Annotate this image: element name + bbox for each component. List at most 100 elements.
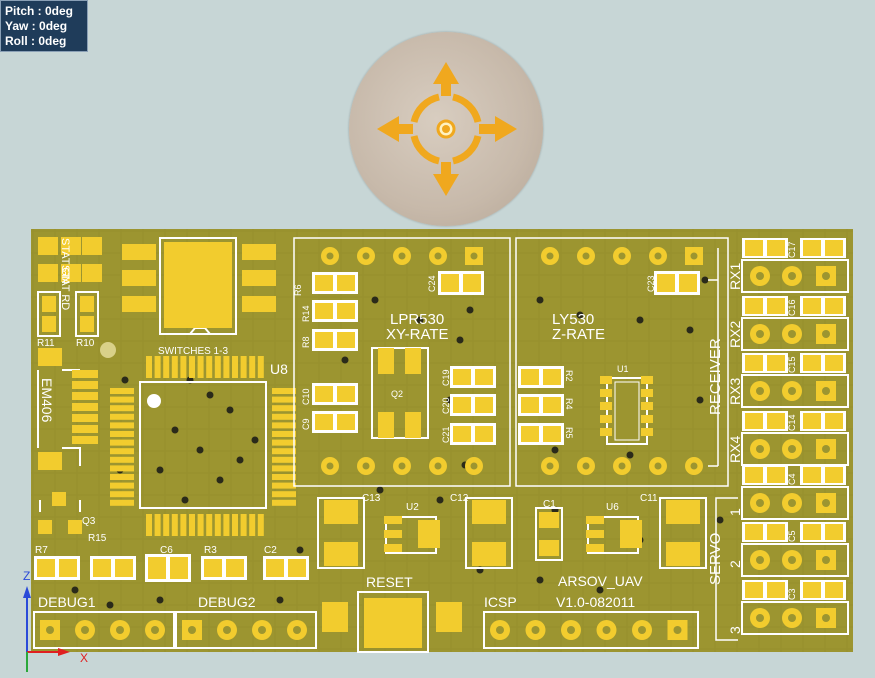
u2-label: U2	[406, 502, 419, 513]
mcu-pin	[189, 356, 195, 378]
pan-down-arrow-icon[interactable]	[433, 162, 459, 196]
mcu-pin	[214, 356, 221, 378]
r8-label: R8	[301, 336, 311, 348]
u6-label: U6	[606, 502, 619, 513]
svg-text:X: X	[80, 651, 88, 665]
r5-label: R5	[564, 427, 574, 439]
c19-label: C19	[441, 369, 451, 386]
mcu-pin	[171, 514, 178, 536]
ly530-module	[515, 237, 729, 487]
servo-header-row	[741, 432, 849, 466]
mcu-pin	[240, 356, 247, 378]
roll-readout: Roll : 0deg	[5, 34, 67, 48]
lpr530-label: LPR530	[390, 311, 444, 328]
mcu-pin	[154, 356, 161, 378]
rotate-arc-bottom-left[interactable]	[410, 135, 440, 165]
mcu-pin	[110, 405, 134, 412]
capacitor-pad	[825, 413, 843, 429]
c17-label: C17	[787, 241, 797, 258]
r2-label: R2	[564, 370, 574, 382]
servo-header-row	[741, 486, 849, 520]
c24-label: C24	[427, 275, 437, 292]
mcu-pin	[272, 465, 296, 472]
mcu-pin	[272, 396, 296, 403]
icsp-header	[483, 611, 699, 649]
mcu-pin	[163, 514, 170, 536]
icsp-label: ICSP	[484, 594, 517, 610]
pan-up-arrow-icon[interactable]	[433, 62, 459, 96]
servo-1-label: 1	[727, 508, 743, 516]
mcu-pin	[206, 514, 213, 536]
mcu-pin	[110, 388, 134, 394]
mcu-pin	[272, 482, 296, 489]
capacitor-pad	[745, 467, 763, 483]
q2-label: Q2	[391, 389, 403, 399]
capacitor-pad	[803, 298, 821, 314]
capacitor-pad	[825, 298, 843, 314]
u1-label: U1	[617, 364, 629, 374]
z-rate-label: Z-RATE	[552, 326, 605, 343]
u8-label: U8	[270, 361, 288, 377]
rotate-arc-top-left[interactable]	[410, 93, 440, 123]
receiver-label: RECEIVER	[707, 338, 724, 415]
capacitor-pad	[803, 240, 821, 256]
capacitor-pad	[803, 467, 821, 483]
c15-label: C15	[787, 356, 797, 373]
mcu-pin	[146, 356, 152, 378]
pan-left-arrow-icon[interactable]	[377, 116, 413, 142]
mcu-pin	[110, 439, 134, 446]
capacitor-pad	[745, 413, 763, 429]
mcu-pin	[272, 448, 296, 455]
r7-label: R7	[35, 545, 48, 556]
reset-button[interactable]	[357, 591, 429, 653]
rx2-label: RX2	[727, 321, 743, 348]
arsov-uav-label: ARSOV_UAV	[558, 573, 643, 589]
mcu-pin	[272, 474, 296, 480]
navigation-gizmo[interactable]	[349, 32, 543, 226]
switches-label: SWITCHES 1-3	[158, 346, 228, 357]
switch-body	[159, 237, 237, 335]
rotate-arc-bottom-right[interactable]	[452, 135, 482, 165]
servo-header-row	[741, 374, 849, 408]
mcu-pin	[223, 514, 230, 536]
mcu-pin	[110, 491, 134, 498]
r15-label: R15	[88, 533, 107, 544]
reset-label: RESET	[366, 574, 413, 590]
r6-label: R6	[293, 284, 303, 296]
mcu-pin	[180, 514, 187, 536]
c12-label: C12	[450, 493, 469, 504]
r14-label: R14	[301, 305, 311, 322]
mcu-pin	[110, 482, 134, 489]
yaw-readout: Yaw : 0deg	[5, 19, 68, 33]
mcu-pin	[214, 514, 221, 536]
capacitor-pad	[803, 524, 821, 540]
rx3-label: RX3	[727, 378, 743, 405]
rotate-arc-top-right[interactable]	[452, 93, 482, 123]
servo-2-label: 2	[727, 560, 743, 568]
debug1-label: DEBUG1	[38, 594, 96, 610]
orientation-readout: Pitch : 0deg Yaw : 0deg Roll : 0deg	[0, 0, 88, 52]
mcu-pin	[163, 356, 170, 378]
capacitor-pad	[745, 298, 763, 314]
capacitor-pad	[745, 355, 763, 371]
capacitor-pad	[803, 413, 821, 429]
capacitor-pad	[767, 355, 785, 371]
debug2-header	[175, 611, 317, 649]
pan-right-arrow-icon[interactable]	[479, 116, 517, 142]
c13-label: C13	[362, 493, 381, 504]
mcu-pin	[232, 356, 238, 378]
stat-leds	[38, 237, 102, 282]
mcu-pin	[272, 422, 296, 429]
c3-label: C3	[787, 588, 797, 600]
mcu-pin	[197, 514, 204, 536]
mcu-pin	[180, 356, 187, 378]
r11-label: R11	[37, 338, 55, 349]
capacitor-pad	[767, 240, 785, 256]
rx4-label: RX4	[727, 436, 743, 463]
q3-label: Q3	[82, 516, 96, 527]
stat-rd-label: STAT RD	[59, 265, 71, 310]
mcu-pin	[272, 431, 296, 437]
servo-header-row	[741, 259, 849, 293]
